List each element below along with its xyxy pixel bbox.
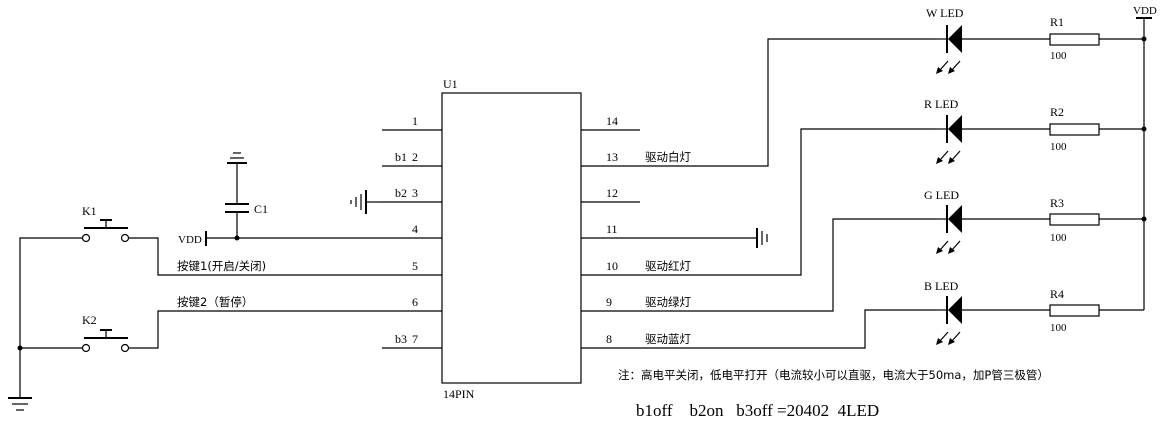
resistor-r4 xyxy=(1049,304,1100,317)
switch-label-k2: K2 xyxy=(82,313,97,327)
junction-dot xyxy=(1141,36,1147,42)
ic-pin-num: 6 xyxy=(412,295,418,309)
led-label-blue: B LED xyxy=(924,279,959,293)
config-text: b1off b2on b3off =20402 4LED xyxy=(636,401,879,420)
resistor-r2 xyxy=(1049,123,1100,136)
ic-pin-num: 14 xyxy=(606,114,618,128)
net-label-red: 驱动红灯 xyxy=(645,259,691,273)
resistor-label-r1: R1 xyxy=(1050,15,1064,29)
led-label-green: G LED xyxy=(924,188,959,202)
ground-symbol-pin11 xyxy=(756,228,768,248)
ic-pin-num: 7 xyxy=(412,332,418,346)
ic-pin-num: 2 xyxy=(412,150,418,164)
ic-pin-num: 4 xyxy=(412,222,418,236)
wire-pin9-green xyxy=(581,218,935,312)
wire-k1-pin5 xyxy=(129,237,382,276)
led-label-red: R LED xyxy=(924,97,959,111)
switch-k2 xyxy=(81,329,130,353)
ic-pin-num: 9 xyxy=(606,295,612,309)
ic-pin-num: 5 xyxy=(412,259,418,273)
resistor-value-r4: 100 xyxy=(1050,322,1067,334)
led-red xyxy=(935,115,1050,164)
ground-symbol-main xyxy=(8,397,32,411)
ic-pin-num: 1 xyxy=(412,114,418,128)
net-label-key2: 按键2（暂停） xyxy=(177,295,253,309)
wire-pin8-blue xyxy=(581,309,935,349)
net-label-blue: 驱动蓝灯 xyxy=(645,332,691,346)
resistor-value-r1: 100 xyxy=(1050,50,1067,62)
ic-pin-label: b2 xyxy=(395,186,407,200)
ic-pin-num: 13 xyxy=(606,150,618,164)
net-label-white: 驱动白灯 xyxy=(645,150,691,164)
note-text: 注：高电平关闭，低电平打开（电流较小可以直驱，电流大于50ma，加P管三极管） xyxy=(618,368,1049,382)
vdd-label-top: VDD xyxy=(1133,5,1157,17)
ic-pin-num: 8 xyxy=(606,332,612,346)
led-blue xyxy=(935,296,1050,345)
ic-pin-num: 12 xyxy=(606,186,618,200)
wire-k1-left xyxy=(19,237,82,397)
resistor-label-r3: R3 xyxy=(1050,196,1064,210)
junction-dot xyxy=(1141,126,1147,132)
led-label-white: W LED xyxy=(926,6,964,20)
resistor-label-r4: R4 xyxy=(1050,287,1064,301)
capacitor-label-c1: C1 xyxy=(254,202,268,216)
resistor-value-r2: 100 xyxy=(1050,141,1067,153)
ic-body xyxy=(441,92,582,384)
ground-symbol-pin3 xyxy=(350,190,367,214)
wire-pin10-red xyxy=(581,128,935,276)
wire-pin13-white xyxy=(581,38,935,167)
ic-pin-num: 11 xyxy=(606,222,618,236)
junction-dot xyxy=(1141,216,1147,222)
resistor-r3 xyxy=(1049,213,1100,226)
wire-k2-pin6 xyxy=(129,310,382,349)
junction-dot xyxy=(17,345,23,351)
switch-k1 xyxy=(81,219,130,243)
led-green xyxy=(935,205,1050,254)
resistor-r1 xyxy=(1049,33,1100,46)
ic-ref: U1 xyxy=(443,77,458,91)
vdd-label-left: VDD xyxy=(178,234,202,246)
net-label-green: 驱动绿灯 xyxy=(645,295,691,309)
ic-pin-num: 3 xyxy=(412,186,418,200)
ic-pin-label: b1 xyxy=(395,150,407,164)
resistor-value-r3: 100 xyxy=(1050,232,1067,244)
resistor-label-r2: R2 xyxy=(1050,105,1064,119)
capacitor-c1 xyxy=(225,152,249,238)
ic-package: 14PIN xyxy=(443,387,475,401)
ic-pin-label: b3 xyxy=(395,332,407,346)
led-white xyxy=(935,25,1050,74)
net-label-key1: 按键1(开启/关闭) xyxy=(177,259,266,273)
switch-label-k1: K1 xyxy=(82,204,97,218)
ic-pin-num: 10 xyxy=(606,259,618,273)
